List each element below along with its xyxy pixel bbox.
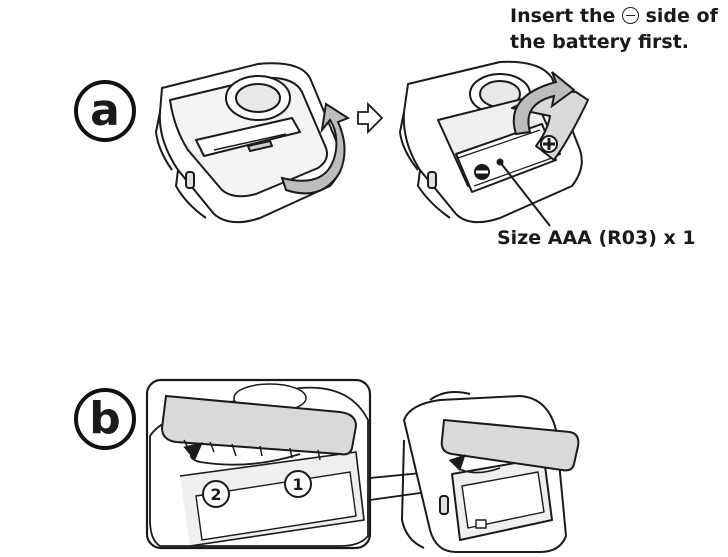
callout-1-text: 1 bbox=[292, 475, 303, 494]
next-step-arrow bbox=[357, 101, 384, 135]
instruction-prefix: Insert the bbox=[510, 5, 616, 27]
insert-instruction: Insert the side of the battery first. bbox=[510, 3, 718, 55]
battery-leader-line bbox=[499, 161, 551, 227]
step-a-badge: a bbox=[74, 80, 136, 142]
small-insert-arrow bbox=[448, 454, 501, 474]
callout-2: 2 bbox=[202, 480, 230, 508]
minus-terminal-icon bbox=[474, 164, 490, 180]
open-lid-arrow bbox=[280, 102, 351, 195]
zoom-inset: 1 2 bbox=[145, 378, 372, 550]
callout-1: 1 bbox=[284, 470, 312, 498]
callout-2-text: 2 bbox=[210, 485, 221, 504]
plus-circle-icon bbox=[540, 135, 558, 153]
battery-size-label: Size AAA (R03) x 1 bbox=[497, 227, 696, 249]
step-a-label: a bbox=[90, 85, 120, 136]
device-lid-closing-illustration bbox=[401, 391, 580, 553]
instruction-suffix: side of bbox=[645, 5, 718, 27]
step-b-badge: b bbox=[74, 388, 136, 450]
instruction-line2: the battery first. bbox=[510, 31, 690, 53]
insert-tab-arrow bbox=[183, 442, 301, 466]
device-closed-illustration bbox=[155, 62, 343, 224]
minus-circle-icon bbox=[621, 7, 639, 24]
close-lid-arrow bbox=[512, 71, 576, 136]
step-b-label: b bbox=[89, 393, 121, 444]
